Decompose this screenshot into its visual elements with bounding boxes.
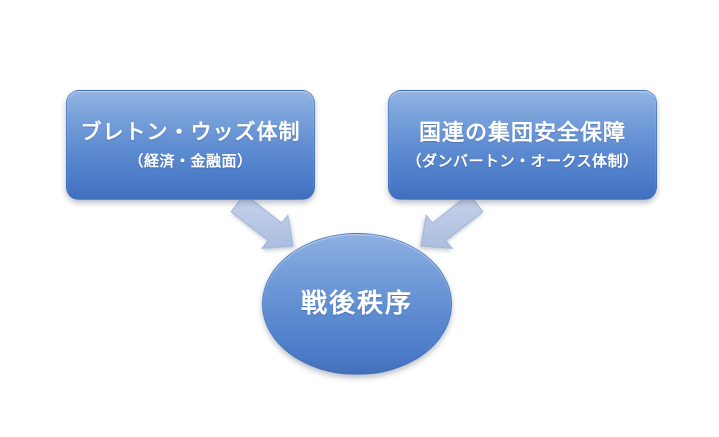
postwar-order-label: 戦後秩序	[300, 288, 413, 319]
bretton-woods-title: ブレトン・ウッズ体制	[80, 121, 301, 145]
bretton-woods-subtitle: （経済・金融面）	[128, 152, 253, 170]
down-left-arrow-icon	[420, 193, 484, 249]
un-collective-security-subtitle: （ダンバートン・オークス体制）	[406, 153, 639, 171]
bretton-woods-box: ブレトン・ウッズ体制 （経済・金融面）	[66, 90, 315, 200]
down-right-arrow-icon	[230, 193, 294, 249]
un-collective-security-title: 国連の集団安全保障	[418, 119, 626, 145]
postwar-order-ellipse: 戦後秩序	[262, 233, 452, 375]
un-collective-security-box: 国連の集団安全保障 （ダンバートン・オークス体制）	[388, 90, 657, 200]
